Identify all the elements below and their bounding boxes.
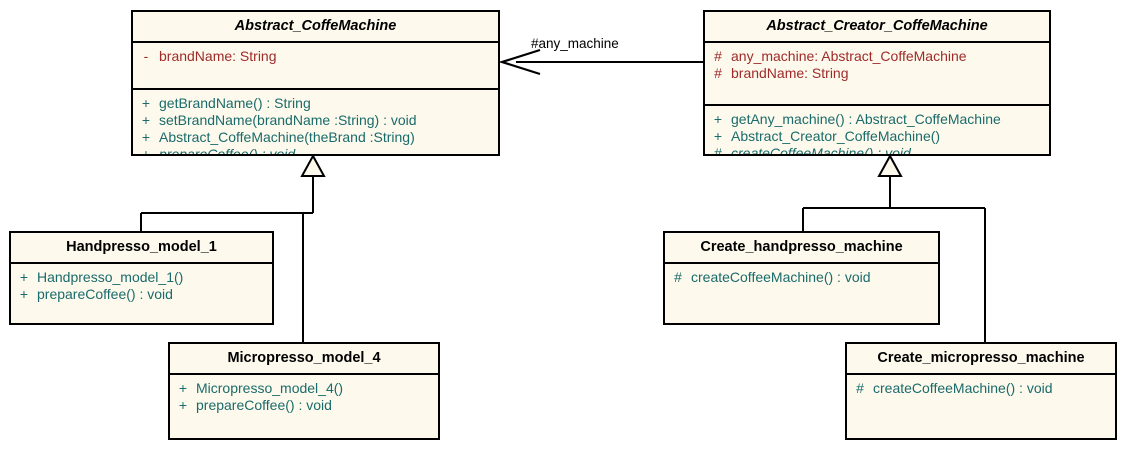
operation-text: prepareCoffee() : void [37,286,173,302]
visibility-marker: # [856,380,864,396]
visibility-marker: + [141,95,151,111]
class-micropresso-model-4[interactable]: Micropresso_model_4 + Micropresso_model_… [168,342,440,440]
operation-text: prepareCoffee() : void [196,397,332,413]
operation-text: createCoffeeMachine() : void [691,269,871,285]
operation-row: + getAny_machine() : Abstract_CoffeMachi… [705,111,1049,128]
visibility-marker: # [714,145,722,156]
attribute-row: # any_machine: Abstract_CoffeMachine [705,48,1049,65]
open-arrowhead-icon [498,48,541,76]
operation-text: Micropresso_model_4() [196,380,344,396]
visibility-marker: # [714,65,722,81]
operations-compartment: # createCoffeeMachine() : void [665,262,938,292]
operation-row: # createCoffeeMachine() : void [665,269,938,286]
class-abstract-creator-coffemachine[interactable]: Abstract_Creator_CoffeMachine # any_mach… [703,10,1051,156]
class-abstract-coffemachine[interactable]: Abstract_CoffeMachine - brandName: Strin… [131,10,500,156]
operation-text: getBrandName() : String [159,95,311,111]
class-handpresso-model-1[interactable]: Handpresso_model_1 + Handpresso_model_1(… [9,231,274,325]
attribute-text: brandName: String [159,48,277,64]
operation-row: + Abstract_CoffeMachine(theBrand :String… [133,129,498,146]
visibility-marker: + [178,397,188,413]
class-create-micropresso-machine[interactable]: Create_micropresso_machine # createCoffe… [845,342,1117,440]
operation-text: Handpresso_model_1() [37,269,184,285]
operation-row: + setBrandName(brandName :String) : void [133,112,498,129]
operation-text: Abstract_Creator_CoffeMachine() [731,128,941,144]
generalization-triangle-icon [877,153,903,177]
visibility-marker: + [141,146,151,156]
visibility-marker: + [178,380,188,396]
attribute-text: any_machine: Abstract_CoffeMachine [731,48,967,64]
attributes-compartment: - brandName: String [133,41,498,88]
class-create-handpresso-machine[interactable]: Create_handpresso_machine # createCoffee… [663,231,940,325]
operations-compartment: + getBrandName() : String + setBrandName… [133,88,498,156]
operation-row: # createCoffeeMachine() : void [705,145,1049,156]
class-name-abstract-coffemachine: Abstract_CoffeMachine [234,18,397,34]
association-any-machine [498,48,703,76]
operation-row: + prepareCoffee() : void [11,286,272,303]
attribute-text: brandName: String [731,65,849,81]
operations-compartment: + Micropresso_model_4() + prepareCoffee(… [170,373,438,420]
class-name-abstract-creator-coffemachine: Abstract_Creator_CoffeMachine [766,18,988,34]
visibility-marker: + [141,112,151,128]
visibility-marker: + [141,129,151,145]
operation-text: getAny_machine() : Abstract_CoffeMachine [731,111,1001,127]
operation-row: + prepareCoffee() : void [133,146,498,156]
operation-text: prepareCoffee() : void [159,146,296,156]
attribute-row: - brandName: String [133,48,498,65]
visibility-marker: + [19,269,29,285]
generalization-triangle-icon [300,153,326,177]
attributes-compartment: # any_machine: Abstract_CoffeMachine # b… [705,41,1049,104]
operation-row: # createCoffeeMachine() : void [847,380,1115,397]
visibility-marker: - [143,48,149,64]
visibility-marker: + [713,111,723,127]
visibility-marker: + [713,128,723,144]
class-name-create-micropresso-machine: Create_micropresso_machine [877,350,1085,366]
operation-text: setBrandName(brandName :String) : void [159,112,417,128]
operation-row: + Abstract_Creator_CoffeMachine() [705,128,1049,145]
operations-compartment: + getAny_machine() : Abstract_CoffeMachi… [705,104,1049,156]
class-name-create-handpresso-machine: Create_handpresso_machine [700,239,903,255]
operation-text: createCoffeeMachine() : void [873,380,1053,396]
operations-compartment: + Handpresso_model_1() + prepareCoffee()… [11,262,272,309]
visibility-marker: + [19,286,29,302]
class-name-micropresso-model-4: Micropresso_model_4 [227,350,381,366]
association-label-any-machine: #any_machine [531,36,619,51]
operation-text: createCoffeeMachine() : void [731,145,911,156]
operation-row: + Micropresso_model_4() [170,380,438,397]
attribute-row: # brandName: String [705,65,1049,82]
operations-compartment: # createCoffeeMachine() : void [847,373,1115,403]
visibility-marker: # [674,269,682,285]
operation-row: + Handpresso_model_1() [11,269,272,286]
operation-text: Abstract_CoffeMachine(theBrand :String) [159,129,415,145]
operation-row: + prepareCoffee() : void [170,397,438,414]
class-name-handpresso-model-1: Handpresso_model_1 [66,239,217,255]
visibility-marker: # [714,48,722,64]
operation-row: + getBrandName() : String [133,95,498,112]
